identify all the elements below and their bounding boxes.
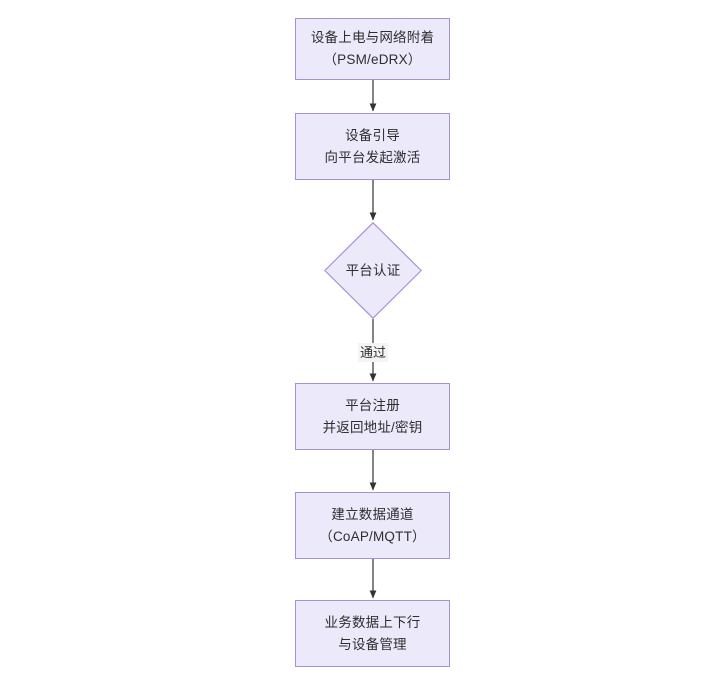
node-business-data[interactable]: 业务数据上下行 与设备管理: [295, 600, 450, 667]
node-device-power-on[interactable]: 设备上电与网络附着 （PSM/eDRX）: [295, 18, 450, 80]
node-label-line-1: 设备上电与网络附着: [310, 30, 435, 45]
edge-label-pass: 通过: [357, 343, 389, 362]
node-label-line-2: 与设备管理: [338, 636, 407, 652]
diamond-shape-icon: [324, 222, 422, 319]
node-label-line-2: （PSM/eDRX）: [323, 52, 422, 67]
node-label-line-2: 向平台发起激活: [324, 149, 421, 165]
node-label-line-1: 业务数据上下行: [324, 614, 421, 630]
node-data-channel[interactable]: 建立数据通道 （CoAP/MQTT）: [295, 492, 450, 559]
node-label: 平台认证: [345, 262, 401, 278]
node-label-line-1: 设备引导: [345, 127, 400, 143]
node-label-line-1: 建立数据通道: [331, 506, 414, 522]
node-label-line-2: （CoAP/MQTT）: [319, 528, 426, 544]
node-label-line-2: 并返回地址/密钥: [322, 419, 423, 435]
node-platform-register[interactable]: 平台注册 并返回地址/密钥: [295, 383, 450, 450]
node-label-line-1: 平台注册: [345, 397, 400, 413]
node-platform-auth-decision[interactable]: 平台认证: [324, 222, 422, 319]
node-device-bootstrap[interactable]: 设备引导 向平台发起激活: [295, 113, 450, 180]
